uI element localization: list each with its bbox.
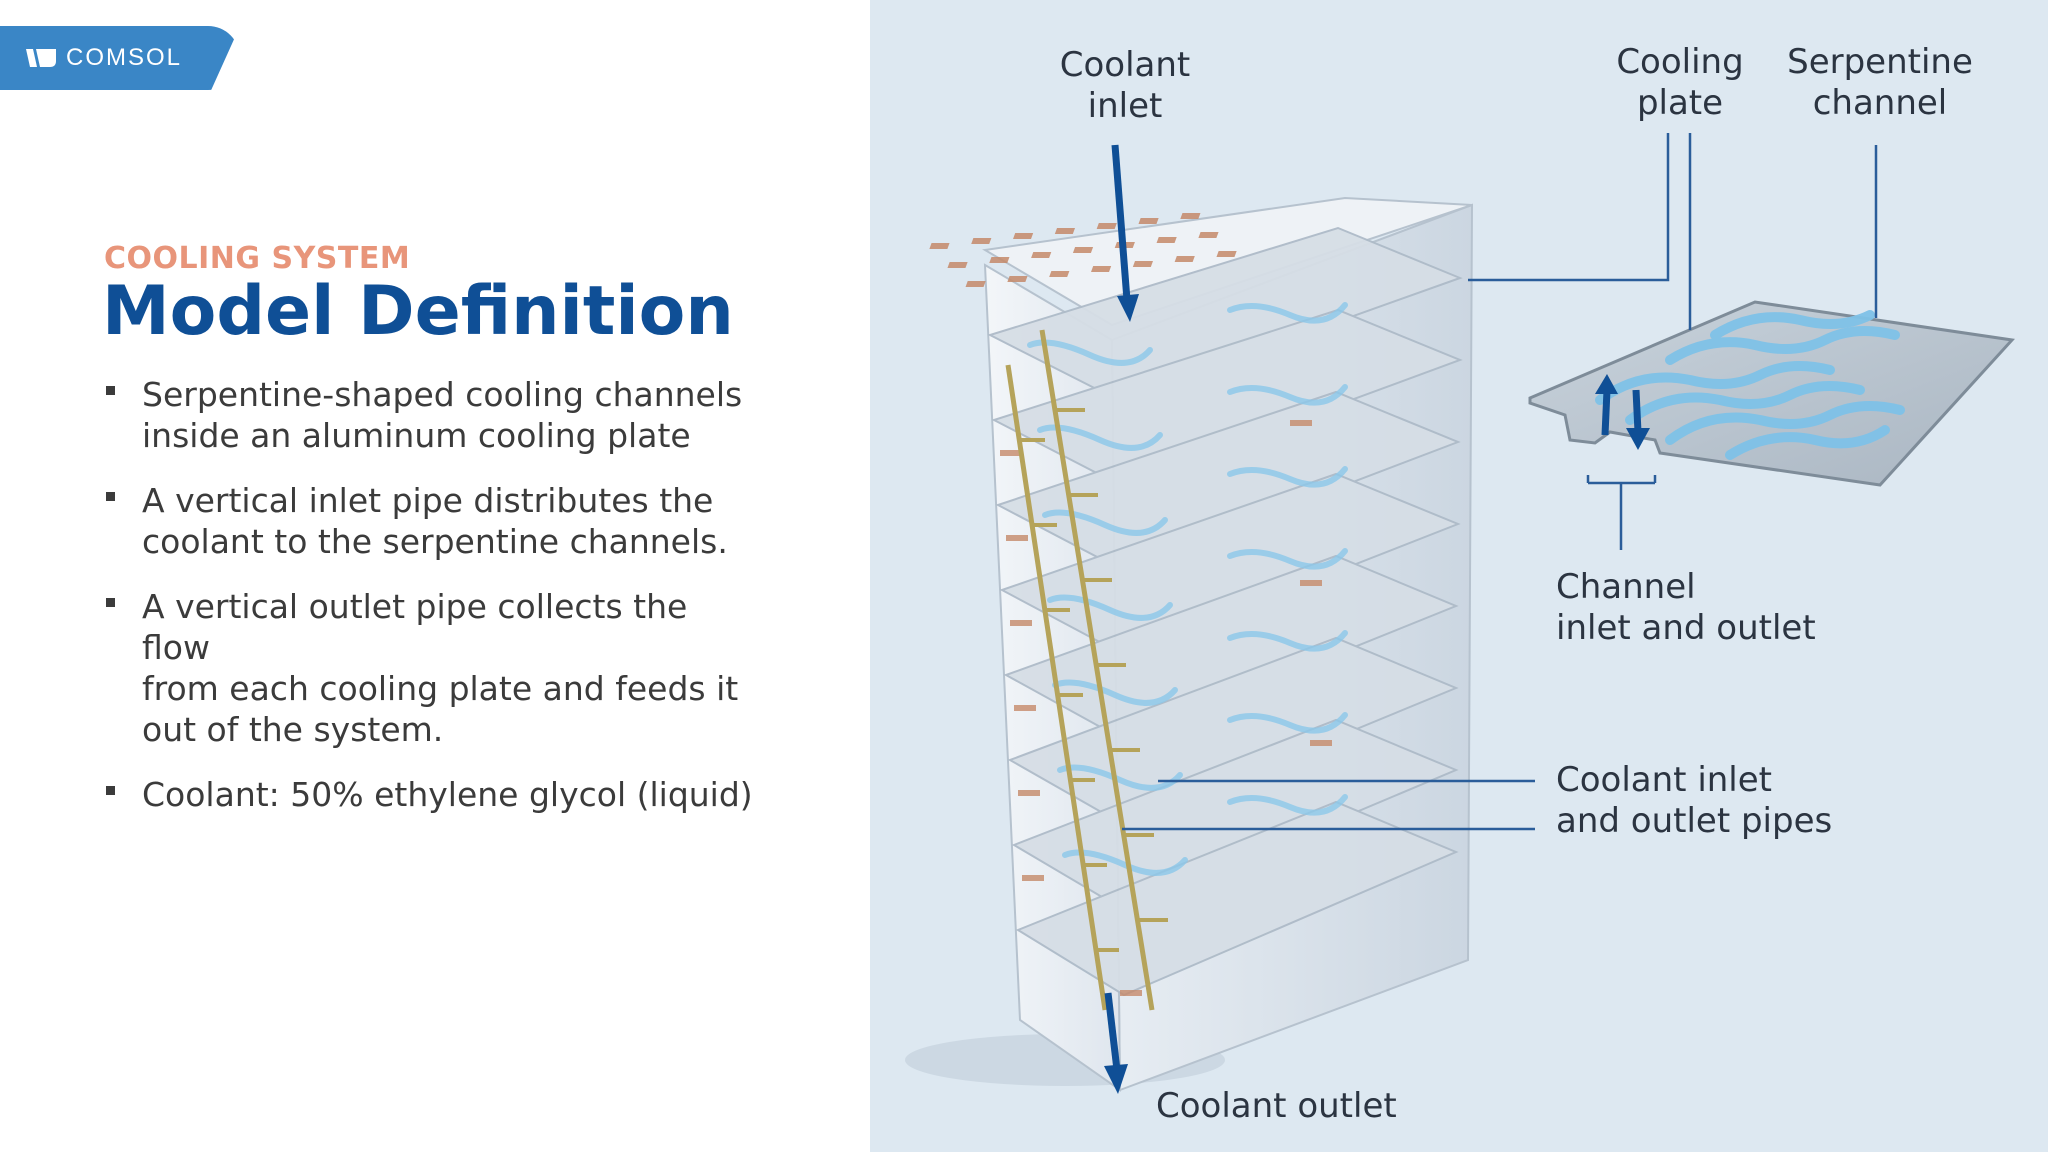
bullet-item: A vertical outlet pipe collects the flow… [104,586,764,750]
label-channel-inlet-outlet: Channel inlet and outlet [1556,567,1876,649]
bullet-item: Coolant: 50% ethylene glycol (liquid) [104,774,764,815]
label-cooling-plate-line2: plate [1636,83,1724,123]
label-serpentine-channel: Serpentine channel [1780,42,1980,124]
coolant-outlet-arrowhead [1104,1064,1128,1094]
bullet-line: A vertical inlet pipe distributes the [142,481,714,520]
channel-inlet-arrow [1601,389,1611,436]
section-eyebrow: COOLING SYSTEM [104,241,411,276]
label-pipes-line2: and outlet pipes [1556,801,1833,841]
pipe-branches [1020,408,1168,952]
battery-pack-diagram [905,133,2016,1094]
label-coolant-inlet-line2: inlet [1087,86,1163,126]
brand-name: COMSOL [66,44,183,71]
label-cooling-plate: Cooling plate [1595,42,1765,124]
bullet-line: out of the system. [142,710,444,749]
bullet-line: from each cooling plate and feeds it [142,669,739,708]
leader-cooling-plate [1468,133,1670,282]
channel-inlet-arrowhead [1595,374,1618,394]
bullet-line: Serpentine-shaped cooling channels [142,375,743,414]
label-coolant-pipes: Coolant inlet and outlet pipes [1556,760,1876,842]
channel-outlet-arrowhead [1626,428,1650,450]
channel-outlet-arrow [1632,389,1642,433]
copper-tabs-top [929,213,1237,287]
label-serpentine-line1: Serpentine [1787,42,1973,82]
bullet-line: Coolant: 50% ethylene glycol (liquid) [142,775,753,814]
label-channel-line2: inlet and outlet [1556,608,1816,648]
bullet-square-icon [106,598,115,607]
diagram-panel: Coolant inlet Cooling plate Serpentine c… [870,0,2048,1152]
comsol-logo-icon [26,49,56,67]
bullet-square-icon [106,386,115,395]
label-serpentine-line2: channel [1812,83,1948,123]
bullet-line: coolant to the serpentine channels. [142,522,728,561]
label-pipes-line1: Coolant inlet [1556,760,1773,800]
leader-lines [1122,133,1878,831]
coolant-outlet-arrow [1104,992,1121,1071]
bullet-line: inside an aluminum cooling plate [142,416,691,455]
bullet-line: A vertical outlet pipe collects the flow [142,587,688,667]
page-title: Model Definition [102,272,734,351]
copper-tabs-side [1000,420,1332,996]
coolant-inlet-arrow [1111,144,1131,301]
coolant-inlet-arrowhead [1117,294,1139,322]
bullet-square-icon [106,786,115,795]
label-coolant-inlet-line1: Coolant [1059,45,1191,85]
label-channel-line1: Channel [1556,567,1696,607]
serpentine-channels [1595,310,1905,460]
coolant-pipes [1005,329,1155,1011]
label-coolant-outlet: Coolant outlet [1156,1086,1397,1126]
bracket-channel [1586,475,1657,550]
comsol-logo: COMSOL [0,26,240,90]
bullet-square-icon [106,492,115,501]
label-coolant-inlet: Coolant inlet [1025,45,1225,127]
label-cooling-plate-line1: Cooling [1616,42,1744,82]
